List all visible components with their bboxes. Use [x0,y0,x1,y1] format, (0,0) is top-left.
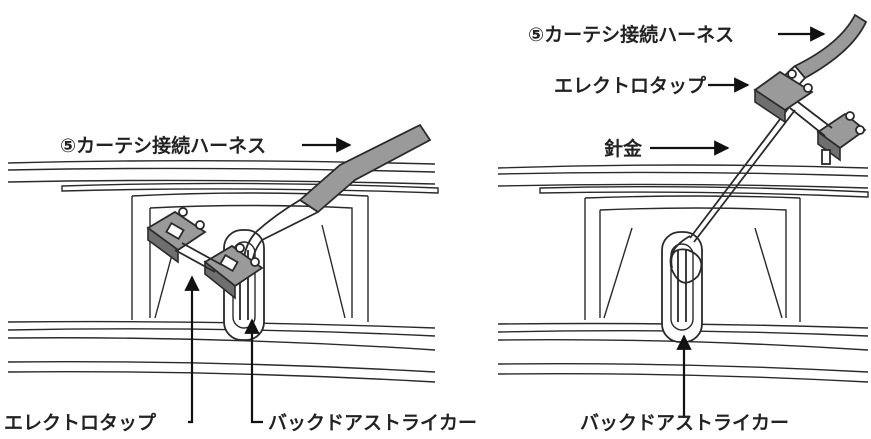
right-wire [689,105,791,239]
left-illustration: ⑤カーテシ接続ハーネス エレクトロタップ バックドアストライカー [4,123,477,434]
left-tailgate-outline [7,160,439,383]
right-wire-loop [669,235,703,284]
right-electro-tap [753,69,867,165]
right-striker [661,231,703,343]
left-striker-label: バックドアストライカー [268,412,477,434]
left-harness-label: ⑤カーテシ接続ハーネス [60,134,266,157]
left-tap-leader [184,275,200,424]
right-wire-label: 針金 [604,137,643,160]
right-tailgate-outline [497,164,869,383]
right-illustration: ⑤カーテシ接続ハーネス エレクトロタップ 針金 バックドアストライカー [497,13,869,434]
right-tap-label: エレクトロタップ [554,74,707,97]
right-harness-label: ⑤カーテシ接続ハーネス [528,23,734,46]
left-striker-leader [244,318,263,424]
left-electro-tap [146,207,264,300]
right-striker-label: バックドアストライカー [580,412,789,434]
left-harness-cable [242,123,432,276]
left-tap-label: エレクトロタップ [4,411,157,434]
